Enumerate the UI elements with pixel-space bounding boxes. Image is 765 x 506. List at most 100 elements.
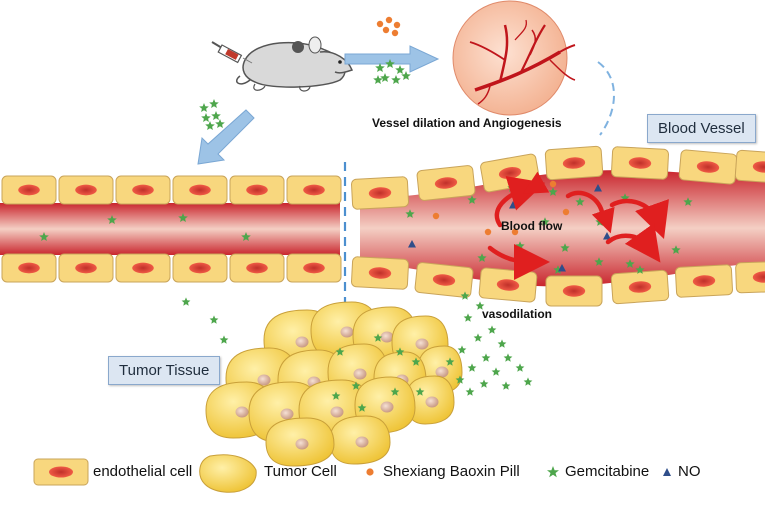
gemcitabine-cluster-top — [373, 59, 411, 84]
gemcitabine-star — [401, 71, 411, 80]
gemcitabine-star — [390, 387, 400, 396]
arrow-to-vessel — [197, 109, 255, 165]
syringe-icon — [211, 41, 253, 64]
pill-dot — [648, 232, 656, 240]
left-vessel-gemcitabine — [39, 213, 251, 241]
left-top-endothelium — [1, 175, 342, 205]
left-bottom-endothelium — [1, 253, 342, 283]
left-vessel-lumen — [0, 203, 340, 255]
endothelial-cell — [172, 253, 228, 283]
gemcitabine-stream — [181, 291, 533, 396]
gemcitabine-star — [491, 367, 501, 376]
right-bottom-endothelium — [351, 256, 765, 307]
blood-flow-label: Blood flow — [501, 219, 563, 233]
gemcitabine-star — [391, 75, 401, 84]
blood-vessel-label: Blood Vessel — [647, 114, 756, 143]
tumor-cell — [265, 417, 335, 467]
gemcitabine-star — [385, 59, 395, 68]
gemcitabine-star — [479, 379, 489, 388]
gemcitabine-star — [683, 197, 693, 206]
endothelial-cell — [1, 253, 57, 283]
legend-gemcitabine-label: Gemcitabine — [565, 463, 650, 480]
tumor-cell — [329, 415, 391, 465]
gemcitabine-star — [467, 195, 477, 204]
no-molecule — [594, 184, 602, 192]
gemcitabine-star — [395, 347, 405, 356]
gemcitabine-star — [178, 213, 188, 222]
gemcitabine-star — [457, 345, 467, 354]
legend-pill-label: Shexiang Baoxin Pill — [383, 463, 520, 480]
gemcitabine-star — [455, 375, 465, 384]
endothelial-cell — [115, 175, 171, 205]
gemcitabine-star — [215, 119, 225, 128]
gemcitabine-star — [241, 232, 251, 241]
tumor-tissue-label: Tumor Tissue — [108, 356, 221, 385]
gemcitabine-star — [463, 313, 473, 322]
gemcitabine-star — [467, 363, 477, 372]
gemcitabine-star — [415, 387, 425, 396]
endothelial-cell — [58, 253, 114, 283]
vasodilation-label: vasodilation — [482, 307, 552, 321]
endothelial-cell — [611, 146, 669, 180]
pill-dot — [432, 212, 440, 220]
gemcitabine-star — [351, 381, 361, 390]
gemcitabine-star — [39, 232, 49, 241]
endothelial-cell — [351, 176, 409, 210]
endothelial-cell — [115, 253, 171, 283]
gemcitabine-star — [201, 113, 211, 122]
vessel-dilation-label: Vessel dilation and Angiogenesis — [372, 116, 562, 130]
gemcitabine-star — [503, 353, 513, 362]
endothelial-cell — [735, 260, 765, 294]
gemcitabine-star — [375, 63, 385, 72]
gemcitabine-star — [575, 197, 585, 206]
gemcitabine-star — [594, 257, 604, 266]
gemcitabine-star — [487, 325, 497, 334]
tumor-cell — [405, 375, 455, 425]
endothelial-cell — [678, 149, 738, 185]
gemcitabine-star — [209, 99, 219, 108]
gemcitabine-star — [515, 363, 525, 372]
tumor-gemcitabine — [331, 333, 425, 412]
gemcitabine-star — [497, 339, 507, 348]
legend-tumor-label: Tumor Cell — [264, 463, 337, 480]
gemcitabine-star — [107, 215, 117, 224]
gemcitabine-star — [373, 333, 383, 342]
endothelial-cell — [58, 175, 114, 205]
legend-endothelial-icon — [33, 458, 89, 486]
gemcitabine-star — [205, 121, 215, 130]
pill-dot — [511, 228, 519, 236]
pill-dot — [549, 180, 557, 188]
endothelial-cell — [610, 269, 670, 305]
legend-pill-icon — [366, 468, 374, 476]
dashed-connector — [597, 61, 615, 136]
no-molecule — [558, 264, 566, 272]
gemcitabine-star — [465, 387, 475, 396]
pill-cluster — [376, 16, 401, 37]
gemcitabine-star — [501, 381, 511, 390]
gemcitabine-star — [373, 75, 383, 84]
legend-tumor-icon — [199, 454, 257, 493]
arrow-to-angiogenesis — [344, 45, 440, 73]
gemcitabine-star — [635, 265, 645, 274]
gemcitabine-star — [219, 335, 229, 344]
gemcitabine-star — [671, 245, 681, 254]
gemcitabine-star — [473, 333, 483, 342]
endothelial-cell — [229, 253, 285, 283]
endothelial-cell — [286, 253, 342, 283]
gemcitabine-star — [335, 347, 345, 356]
gemcitabine-star — [209, 315, 219, 324]
right-top-endothelium — [351, 145, 765, 210]
gemcitabine-star — [475, 301, 485, 310]
endothelial-cell — [544, 145, 604, 181]
endothelial-cell — [545, 275, 603, 307]
endothelial-cell — [286, 175, 342, 205]
gemcitabine-star — [357, 403, 367, 412]
pill-dot — [562, 208, 570, 216]
legend — [33, 454, 671, 493]
gemcitabine-star — [553, 265, 563, 274]
gemcitabine-star — [477, 253, 487, 262]
no-molecule — [408, 240, 416, 248]
pill-dot — [484, 228, 492, 236]
